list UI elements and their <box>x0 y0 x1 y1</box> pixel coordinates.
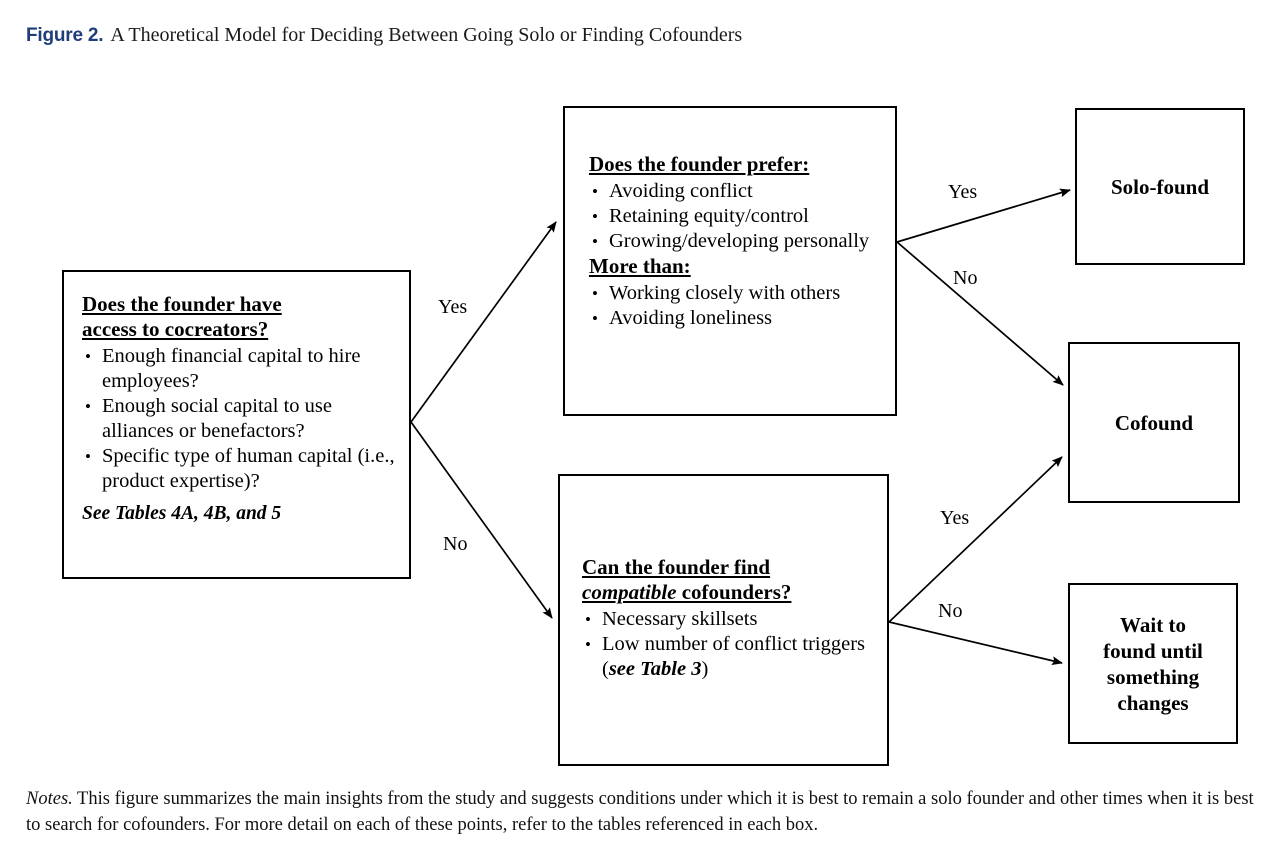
figure-caption-text: A Theoretical Model for Deciding Between… <box>110 24 743 46</box>
bullet-text-pre: Low number of conflict triggers ( <box>602 633 866 680</box>
list-item: Necessary skillsets <box>582 607 875 632</box>
node-compatible-heading-rest: cofounders? <box>676 580 792 604</box>
edge-access-yes <box>410 221 557 423</box>
node-solo-found: Solo-found <box>1075 108 1245 265</box>
edge-label-access-no: No <box>443 533 468 555</box>
node-compatible-bullet-list: Necessary skillsets Low number of confli… <box>582 607 875 682</box>
edge-label-access-yes: Yes <box>438 296 468 318</box>
node-access-heading-line1: Does the founder have <box>82 292 282 316</box>
list-item: Enough financial capital to hire employe… <box>82 344 395 394</box>
node-prefer-heading-secondary: More than: <box>589 254 691 278</box>
notes-text: This figure summarizes the main insights… <box>26 789 1254 835</box>
edge-compatible-no <box>888 621 1063 666</box>
edge-compatible-yes <box>888 456 1063 623</box>
node-access-bullet-list: Enough financial capital to hire employe… <box>82 344 395 494</box>
edge-label-prefer-no: No <box>953 267 978 289</box>
node-access-table-reference: See Tables 4A, 4B, and 5 <box>82 503 282 524</box>
flowchart-canvas: Does the founder have access to cocreato… <box>0 0 1284 790</box>
edge-prefer-no <box>896 241 1064 386</box>
node-access-to-cocreators: Does the founder have access to cocreato… <box>62 270 411 579</box>
node-cofound-label: Cofound <box>1114 410 1194 435</box>
node-access-heading-line2: access to cocreators? <box>82 317 269 341</box>
list-item: Enough social capital to use alliances o… <box>82 394 395 444</box>
list-item: Avoiding loneliness <box>589 306 883 331</box>
edge-access-no <box>410 421 553 619</box>
edge-prefer-yes <box>896 188 1071 243</box>
node-prefer-bullet-list-primary: Avoiding conflict Retaining equity/contr… <box>589 179 883 254</box>
node-prefer-heading-primary: Does the founder prefer: <box>589 152 810 176</box>
edge-label-compatible-yes: Yes <box>940 507 970 529</box>
node-solo-found-label: Solo-found <box>1110 174 1210 199</box>
node-wait-to-found-label: Wait to found until something changes <box>1103 612 1203 715</box>
node-compatible-emphasis: compatible <box>582 580 677 604</box>
node-compatible-heading-line1: Can the founder find <box>582 555 771 579</box>
figure-title: Figure 2. A Theoretical Model for Decidin… <box>26 22 742 49</box>
bullet-table-reference: see Table 3 <box>608 658 702 680</box>
list-item: Retaining equity/control <box>589 204 883 229</box>
figure-number-label: Figure 2. <box>26 25 104 46</box>
list-item: Working closely with others <box>589 281 883 306</box>
node-compatible-heading-line2: compatible cofounders? <box>582 580 875 605</box>
list-item: Specific type of human capital (i.e., pr… <box>82 444 395 494</box>
flowchart-edges <box>410 188 1071 666</box>
node-wait-to-found: Wait to found until something changes <box>1068 583 1238 744</box>
bullet-text-post: ) <box>701 658 709 680</box>
edge-label-prefer-yes: Yes <box>948 181 978 203</box>
notes-label: Notes. <box>26 789 73 809</box>
node-prefer-bullet-list-secondary: Working closely with others Avoiding lon… <box>589 281 883 331</box>
list-item: Low number of conflict triggers (see Tab… <box>582 632 875 682</box>
node-cofound: Cofound <box>1068 342 1240 503</box>
list-item: Growing/developing personally <box>589 229 883 254</box>
figure-notes: Notes. This figure summarizes the main i… <box>26 786 1256 838</box>
node-compatible-cofounders: Can the founder find compatible cofounde… <box>558 474 889 766</box>
edge-label-compatible-no: No <box>938 600 963 622</box>
list-item: Avoiding conflict <box>589 179 883 204</box>
node-founder-preferences: Does the founder prefer: Avoiding confli… <box>563 106 897 416</box>
